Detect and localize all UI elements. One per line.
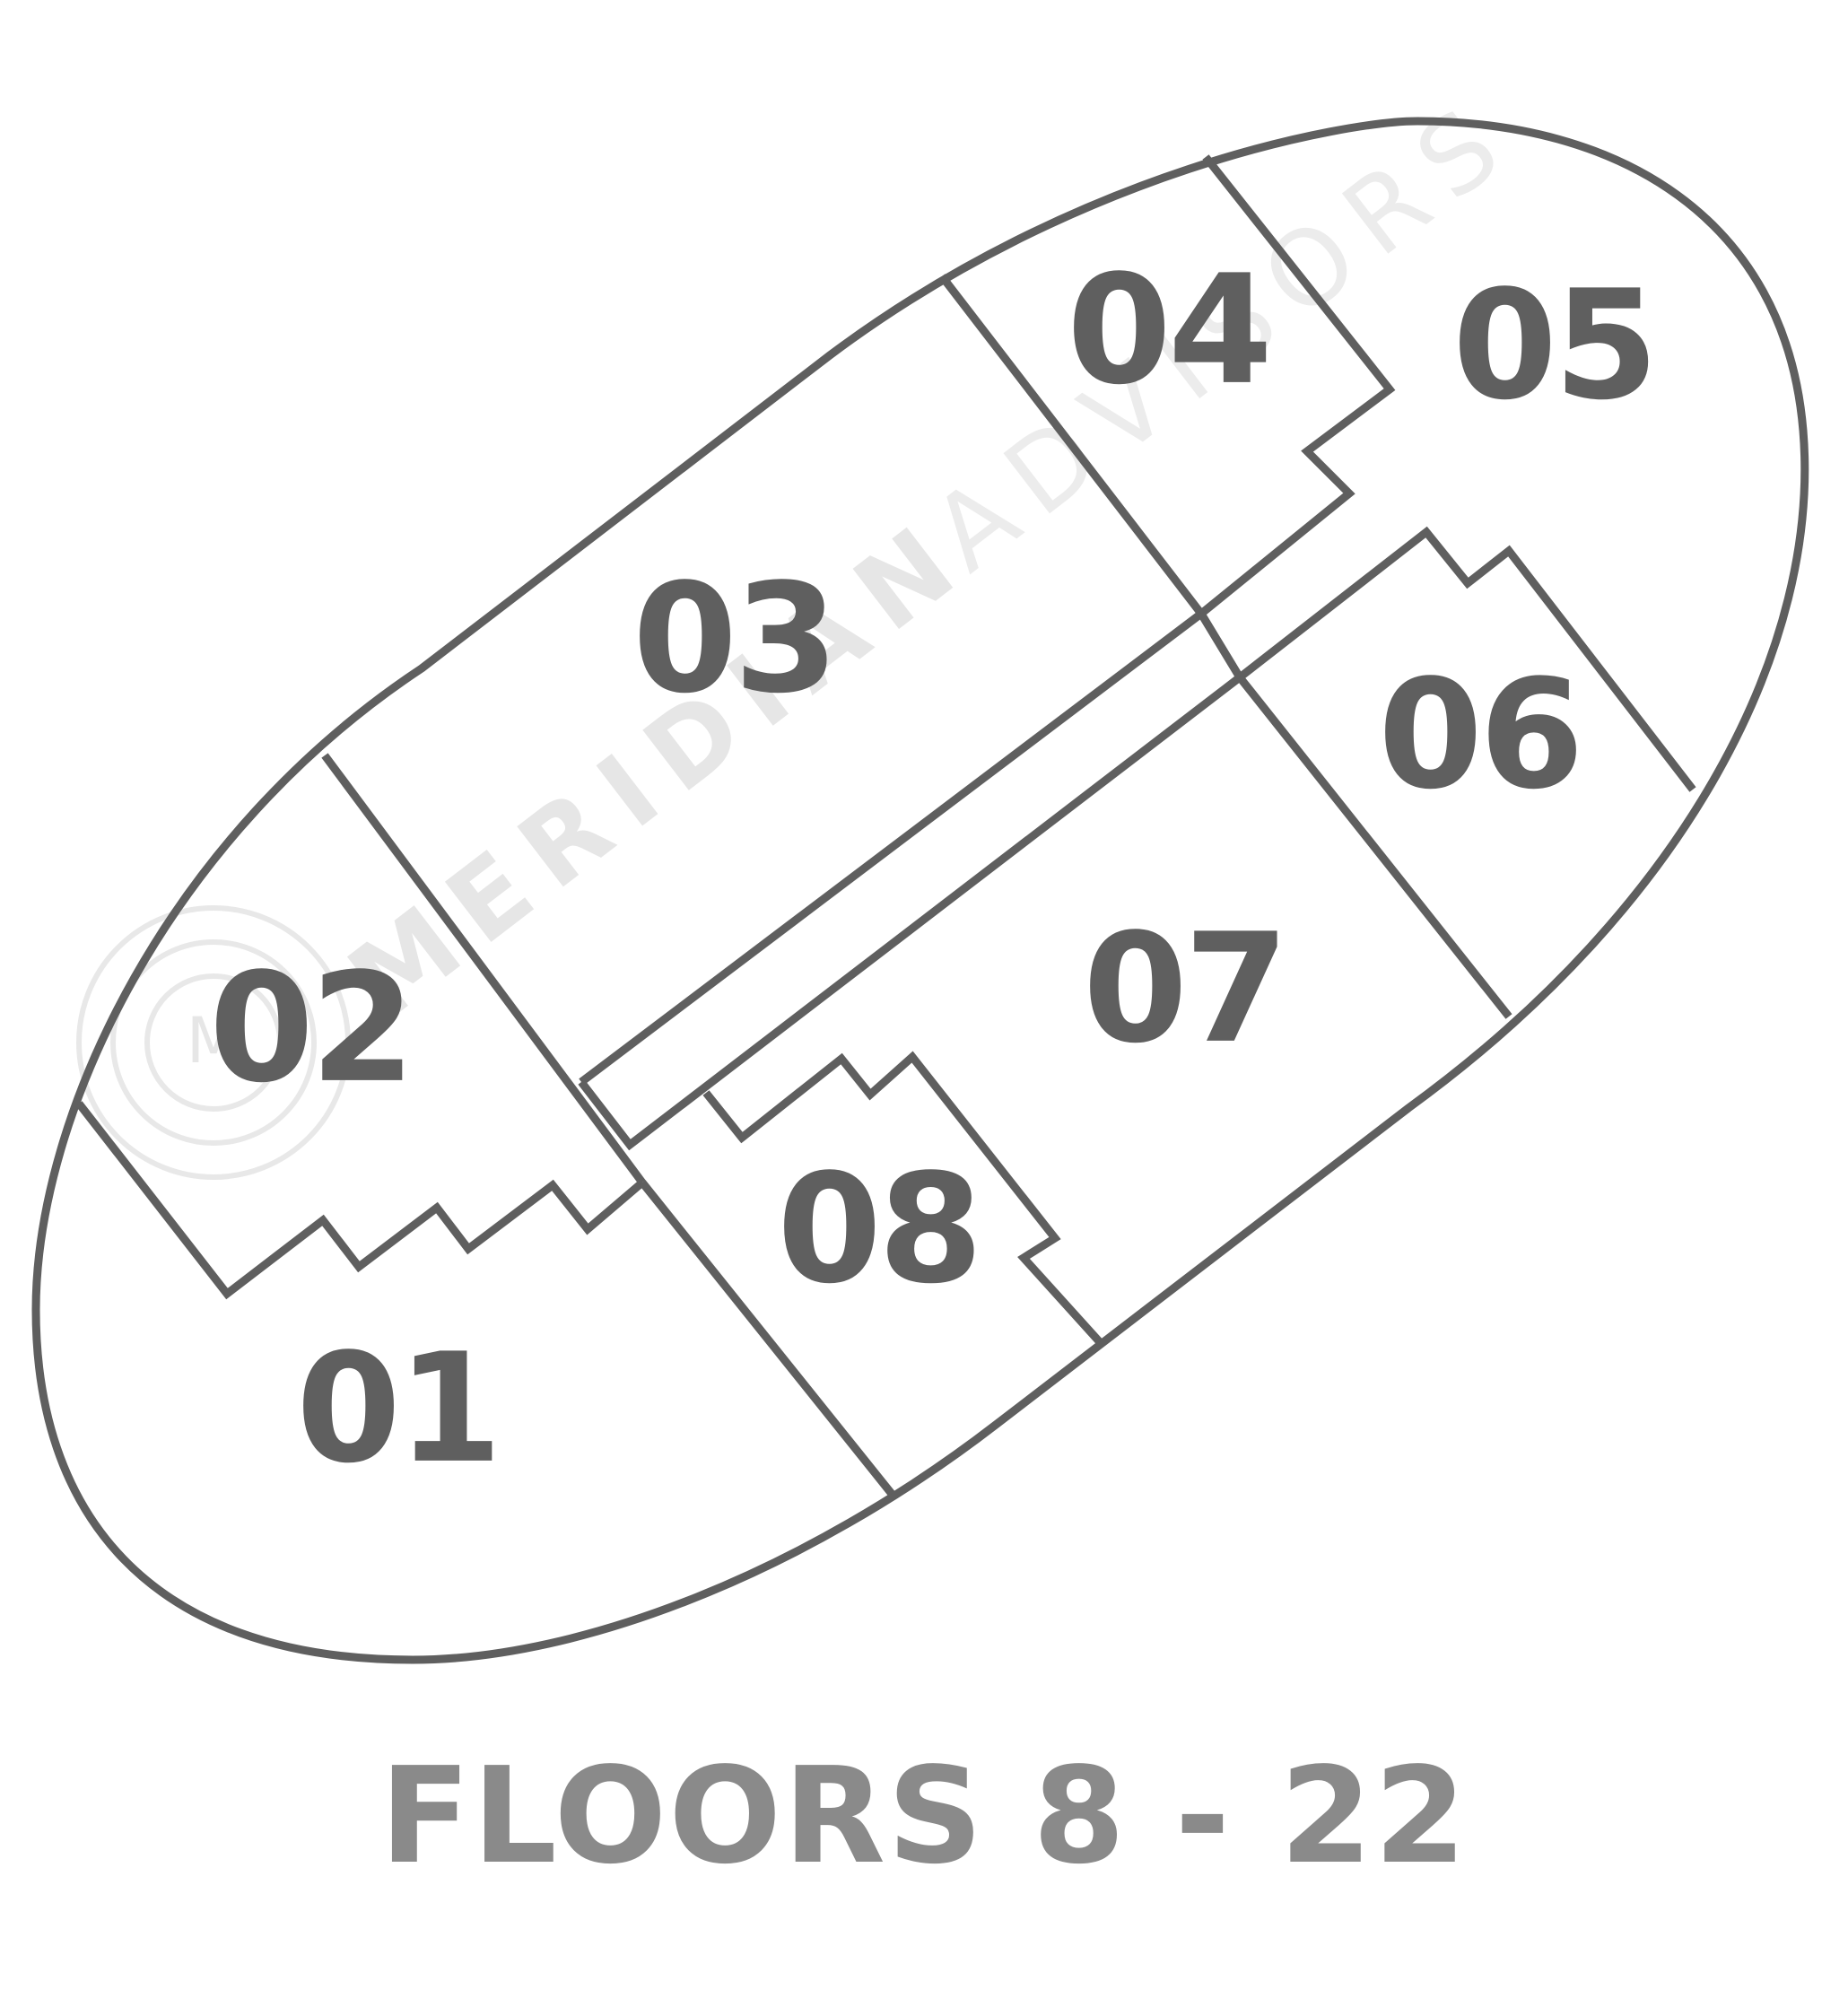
floor-range-caption: FLOORS 8 - 22 bbox=[379, 1739, 1469, 1893]
corridor-upper-wall bbox=[579, 610, 1204, 1086]
building-outline bbox=[31, 117, 1809, 1664]
unit-label-08[interactable]: 08 bbox=[777, 1141, 983, 1317]
unit-label-06[interactable]: 06 bbox=[1378, 647, 1584, 823]
unit-label-01[interactable]: 01 bbox=[296, 1321, 502, 1497]
wall-03-04 bbox=[938, 274, 1205, 616]
unit-label-05[interactable]: 05 bbox=[1452, 257, 1659, 433]
unit-label-07[interactable]: 07 bbox=[1083, 901, 1289, 1077]
wall-01-08 bbox=[639, 1180, 895, 1497]
wall-01-02 bbox=[75, 1101, 645, 1300]
wall-04-05 bbox=[1199, 154, 1396, 617]
wall-08 bbox=[702, 1051, 1103, 1346]
corridor-lower-wall bbox=[578, 611, 1245, 1151]
wall-05-06 bbox=[1237, 526, 1696, 792]
watermark-monogram: M bbox=[187, 1004, 240, 1078]
unit-label-02[interactable]: 02 bbox=[209, 940, 415, 1116]
watermark-logo-rings: M bbox=[76, 905, 351, 1180]
wall-02-03 bbox=[321, 753, 646, 1185]
unit-label-03[interactable]: 03 bbox=[632, 551, 839, 727]
wall-06-07 bbox=[1236, 675, 1512, 1019]
unit-label-04[interactable]: 04 bbox=[1067, 242, 1273, 418]
